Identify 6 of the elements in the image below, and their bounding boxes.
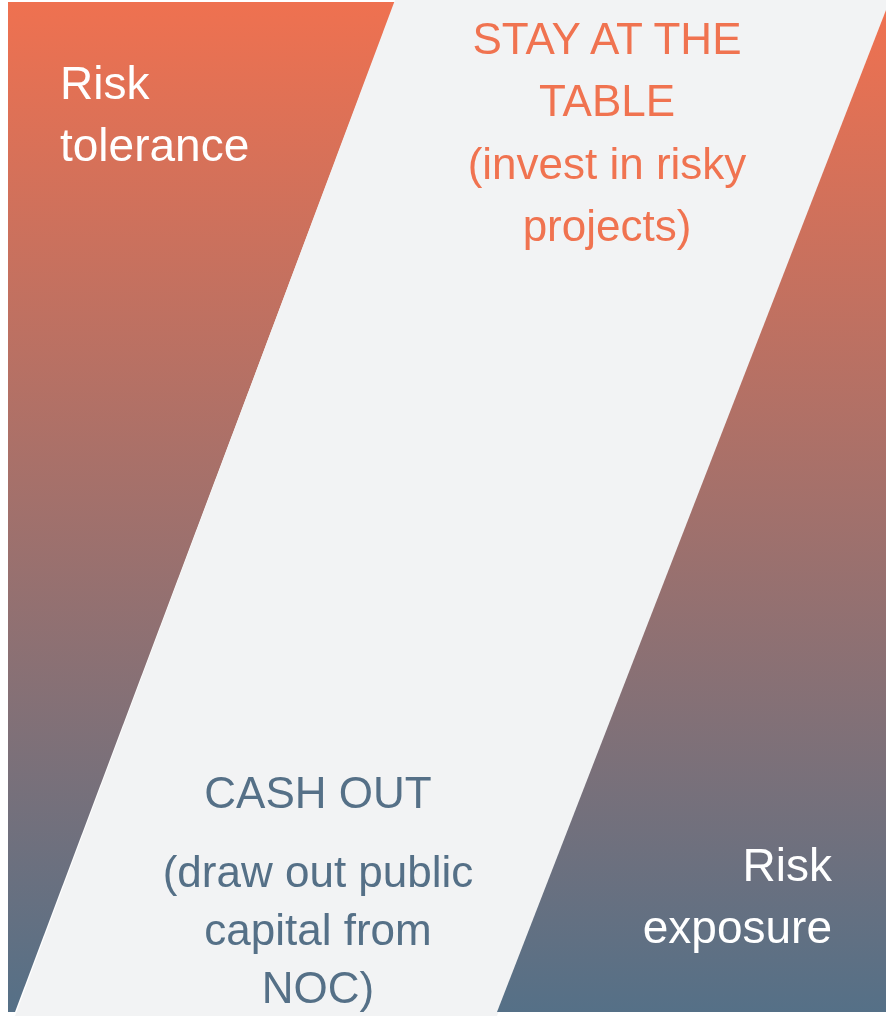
label-text: Risk tolerance [60, 56, 251, 173]
description-text: (invest in risky projects) [466, 138, 748, 252]
heading-text: CASH OUT [203, 767, 433, 819]
label-text: Risk exposure [641, 838, 832, 955]
heading-text: STAY AT THE TABLE [471, 13, 743, 127]
description-text: (draw out public capital from NOC) [161, 846, 475, 1014]
